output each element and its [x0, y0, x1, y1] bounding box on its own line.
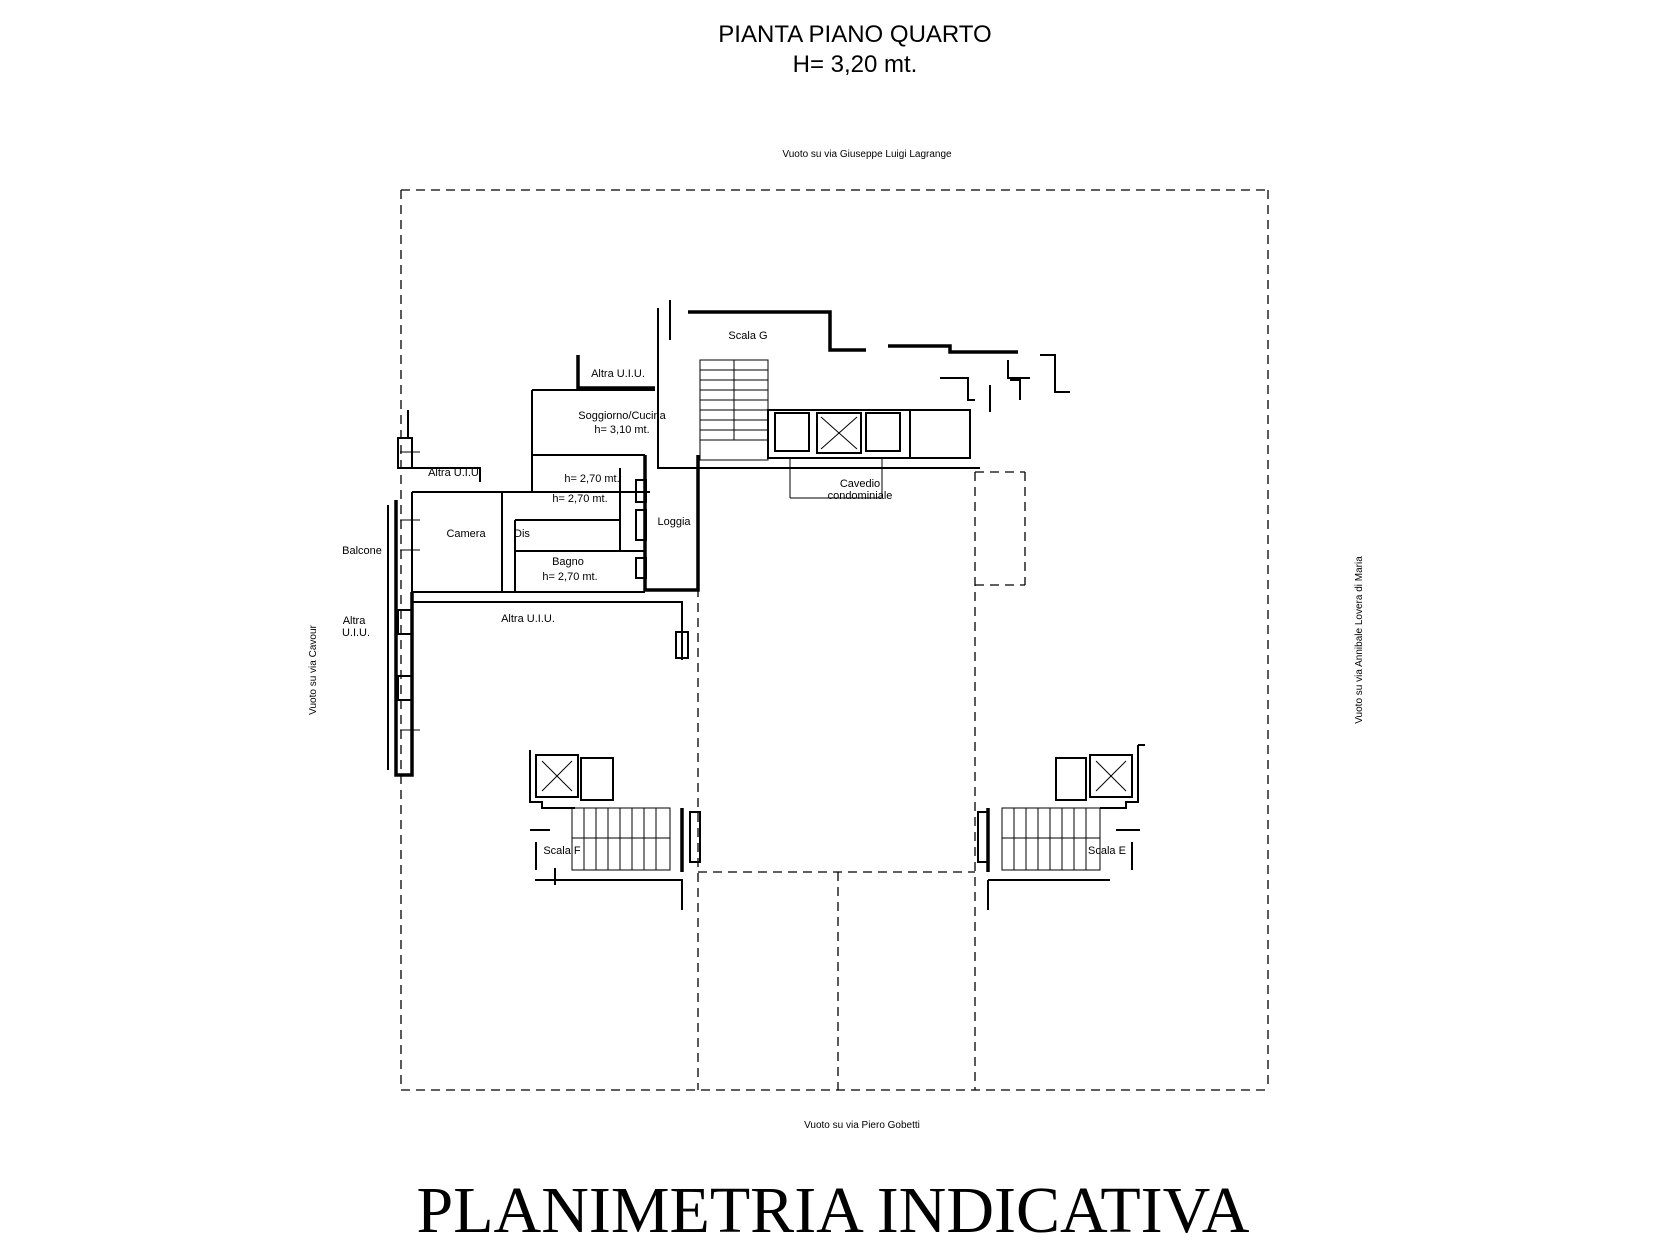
room-altra-uiu-top: Altra U.I.U. [591, 368, 645, 380]
cavedio-label-2: condominiale [828, 490, 893, 502]
room-camera: Camera [446, 528, 486, 540]
watermark: PLANIMETRIA INDICATIVA [417, 1174, 1250, 1247]
room-altra-uiu-bottom: Altra U.I.U. [501, 613, 555, 625]
room-loggia: Loggia [657, 516, 691, 528]
scala-e-label: Scala E [1088, 845, 1126, 857]
scala-f-block [529, 750, 701, 910]
scala-f-label: Scala F [543, 845, 581, 857]
room-altra-uiu-side-1: Altra [343, 615, 367, 627]
scala-g-block [657, 300, 1070, 499]
courtyard-divisions [697, 467, 1026, 1090]
street-label-bottom: Vuoto su via Piero Gobetti [804, 1120, 920, 1131]
room-bagno-height: h= 2,70 mt. [542, 571, 597, 583]
street-label-left: Vuoto su via Cavour [308, 624, 319, 714]
room-bagno: Bagno [552, 556, 584, 568]
street-label-top: Vuoto su via Giuseppe Luigi Lagrange [782, 149, 952, 160]
room-balcone: Balcone [342, 545, 382, 557]
cavedio-label-1: Cavedio [840, 478, 880, 490]
plan-height: H= 3,20 mt. [793, 51, 918, 78]
room-soggiorno-height: h= 3,10 mt. [594, 424, 649, 436]
street-label-right: Vuoto su via Annibale Lovera di Maria [1354, 556, 1365, 724]
room-dis: Dis [514, 528, 530, 540]
scala-e-block [977, 744, 1145, 910]
plan-title: PIANTA PIANO QUARTO [718, 21, 991, 48]
room-soggiorno: Soggiorno/Cucina [578, 410, 666, 422]
room-height-a: h= 2,70 mt. [564, 473, 619, 485]
room-height-b: h= 2,70 mt. [552, 493, 607, 505]
apartment-walls [387, 355, 700, 777]
scala-g-label: Scala G [728, 330, 767, 342]
room-altra-uiu-left: Altra U.I.U. [428, 467, 482, 479]
room-altra-uiu-side-2: U.I.U. [342, 627, 370, 639]
outer-perimeter [400, 189, 1269, 1091]
